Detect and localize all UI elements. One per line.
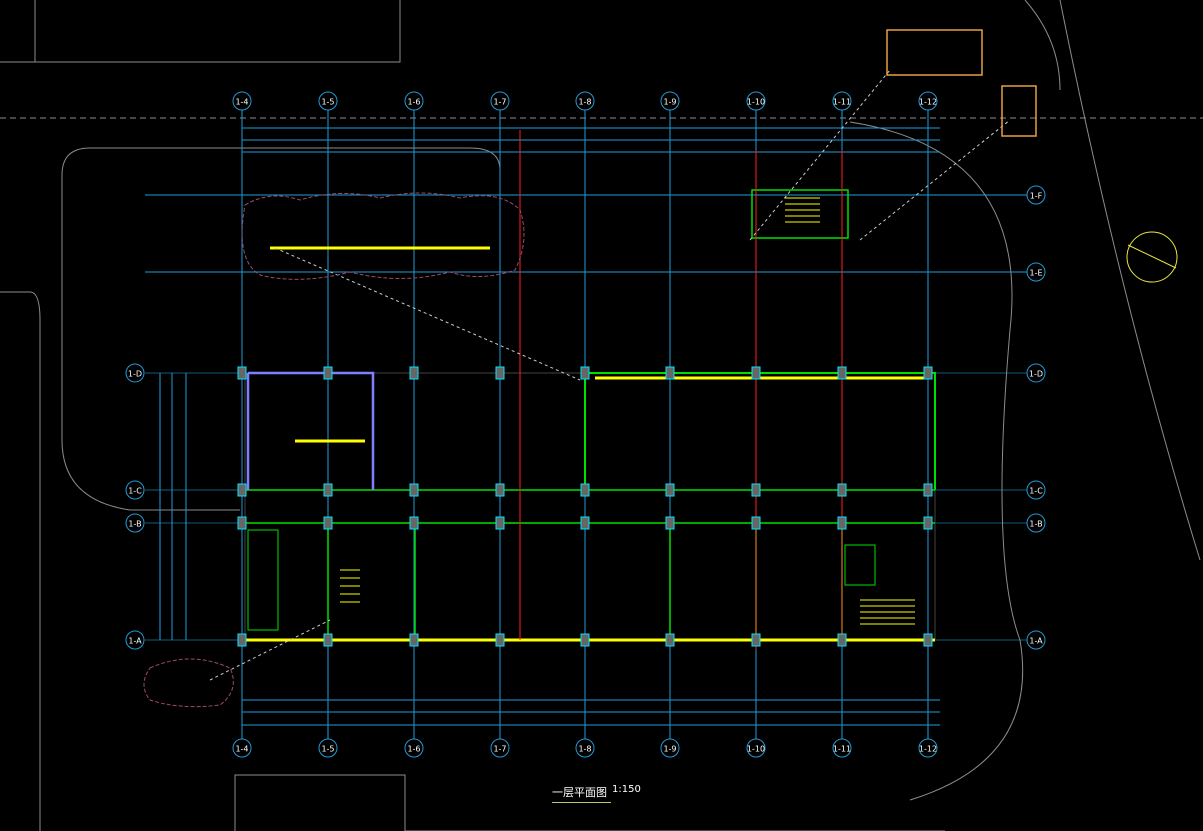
drawing-title: 一层平面图 <box>552 784 611 803</box>
column <box>923 366 933 380</box>
svg-text:1-6: 1-6 <box>407 98 420 107</box>
grid-bubble-top: 1-10 <box>746 91 766 111</box>
svg-text:1-F: 1-F <box>1030 192 1043 201</box>
column <box>837 516 847 530</box>
structural-columns <box>237 366 933 647</box>
grid-bubble-left: 1-B <box>125 513 145 533</box>
column <box>323 483 333 497</box>
svg-text:1-6: 1-6 <box>407 745 420 754</box>
column <box>580 516 590 530</box>
svg-text:1-12: 1-12 <box>919 98 937 107</box>
column <box>751 633 761 647</box>
svg-text:1-D: 1-D <box>1029 370 1043 379</box>
grid-bubble-top: 1-12 <box>918 91 938 111</box>
grid-bubble-top: 1-6 <box>404 91 424 111</box>
column <box>751 516 761 530</box>
column <box>665 633 675 647</box>
grid-bubble-bottom: 1-12 <box>918 738 938 758</box>
column <box>237 516 247 530</box>
column <box>495 366 505 380</box>
grid-bubble-top: 1-9 <box>660 91 680 111</box>
svg-text:1-C: 1-C <box>128 487 142 496</box>
svg-text:1-11: 1-11 <box>833 98 851 107</box>
svg-text:1-E: 1-E <box>1029 269 1042 278</box>
column <box>837 366 847 380</box>
grid-bubble-bottom: 1-5 <box>318 738 338 758</box>
svg-text:1-4: 1-4 <box>235 745 248 754</box>
grid-bubble-right: 1-F <box>1026 185 1046 205</box>
column <box>495 483 505 497</box>
grid-bubble-right: 1-E <box>1026 262 1046 282</box>
column <box>923 483 933 497</box>
grid-bubble-right: 1-B <box>1026 513 1046 533</box>
svg-text:1-11: 1-11 <box>833 745 851 754</box>
svg-text:1-5: 1-5 <box>321 98 334 107</box>
svg-text:1-7: 1-7 <box>493 745 506 754</box>
column <box>665 516 675 530</box>
svg-text:1-C: 1-C <box>1029 487 1043 496</box>
column <box>837 483 847 497</box>
svg-text:1-5: 1-5 <box>321 745 334 754</box>
grid-bubble-right: 1-D <box>1026 363 1046 383</box>
grid-bubble-bottom: 1-6 <box>404 738 424 758</box>
grid-bubble-right: 1-A <box>1026 630 1046 650</box>
grid-bubble-bottom: 1-10 <box>746 738 766 758</box>
grid-bubble-top: 1-5 <box>318 91 338 111</box>
svg-text:1-B: 1-B <box>1029 520 1042 529</box>
column <box>751 366 761 380</box>
grid-bubble-bottom: 1-11 <box>832 738 852 758</box>
column <box>323 516 333 530</box>
svg-text:1-8: 1-8 <box>578 98 591 107</box>
grid-bubble-bottom: 1-9 <box>660 738 680 758</box>
svg-text:1-9: 1-9 <box>663 98 676 107</box>
svg-text:1-10: 1-10 <box>747 745 765 754</box>
column <box>580 483 590 497</box>
column <box>409 516 419 530</box>
svg-text:1-12: 1-12 <box>919 745 937 754</box>
grid-bubble-bottom: 1-8 <box>575 738 595 758</box>
column <box>409 633 419 647</box>
column <box>237 483 247 497</box>
svg-text:1-10: 1-10 <box>747 98 765 107</box>
grid-bubble-top: 1-7 <box>490 91 510 111</box>
column <box>237 633 247 647</box>
column <box>409 366 419 380</box>
column <box>495 516 505 530</box>
svg-text:1-A: 1-A <box>128 637 142 646</box>
grid-bubble-bottom: 1-7 <box>490 738 510 758</box>
svg-text:1-7: 1-7 <box>493 98 506 107</box>
column <box>323 633 333 647</box>
column <box>751 483 761 497</box>
column <box>237 366 247 380</box>
column <box>923 633 933 647</box>
grid-bubble-top: 1-8 <box>575 91 595 111</box>
column <box>665 483 675 497</box>
svg-text:1-9: 1-9 <box>663 745 676 754</box>
column <box>495 633 505 647</box>
grid-bubble-left: 1-A <box>125 630 145 650</box>
column <box>323 366 333 380</box>
grid-bubble-right: 1-C <box>1026 480 1046 500</box>
svg-text:1-D: 1-D <box>128 370 142 379</box>
grid-bubble-bottom: 1-4 <box>232 738 252 758</box>
column <box>580 366 590 380</box>
building-plan <box>143 29 1178 708</box>
column <box>665 366 675 380</box>
grid-bubble-left: 1-D <box>125 363 145 383</box>
column <box>580 633 590 647</box>
svg-text:1-B: 1-B <box>128 520 141 529</box>
svg-text:1-8: 1-8 <box>578 745 591 754</box>
svg-text:1-4: 1-4 <box>235 98 248 107</box>
svg-text:1-A: 1-A <box>1029 637 1043 646</box>
grid-bubble-top: 1-11 <box>832 91 852 111</box>
column <box>837 633 847 647</box>
grid-bubble-left: 1-C <box>125 480 145 500</box>
grid-bubble-top: 1-4 <box>232 91 252 111</box>
column <box>409 483 419 497</box>
column <box>923 516 933 530</box>
drawing-scale: 1:150 <box>612 784 641 795</box>
